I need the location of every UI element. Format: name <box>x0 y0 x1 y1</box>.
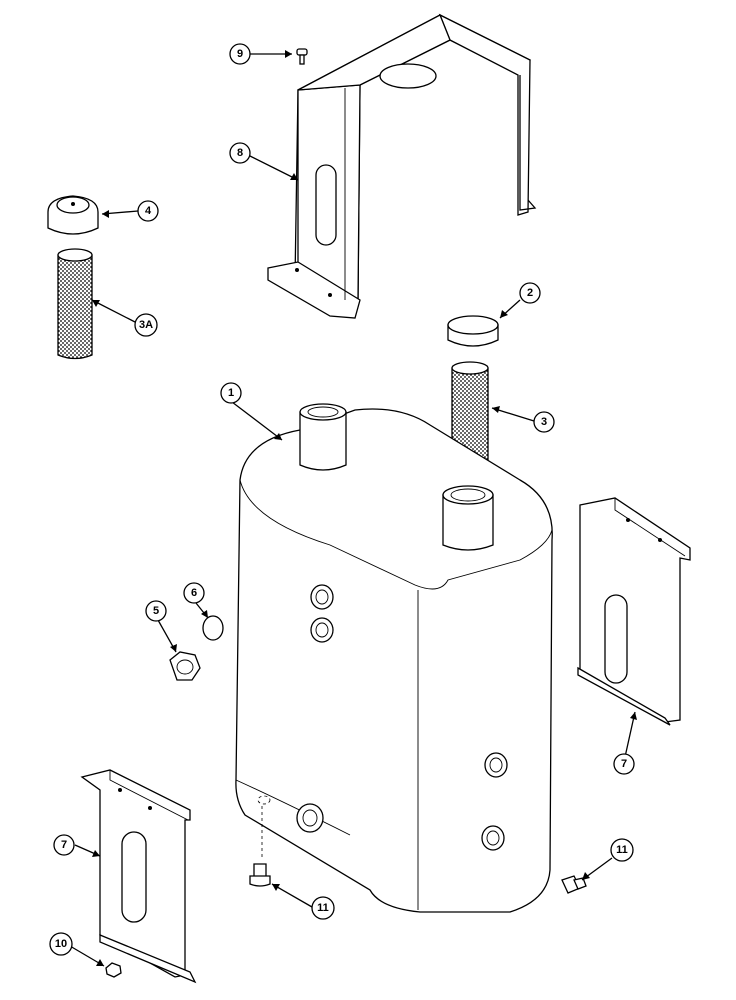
tank-1 <box>235 403 553 913</box>
callout-2: 2 <box>519 282 541 304</box>
svg-text:1: 1 <box>228 387 234 399</box>
callout-11-right: 11 <box>610 838 634 862</box>
callout-1: 1 <box>220 382 242 404</box>
callout-3a: 3A <box>134 313 158 337</box>
callout-8: 8 <box>229 142 251 164</box>
svg-text:9: 9 <box>237 48 243 60</box>
svg-text:10: 10 <box>55 938 67 950</box>
cap-4 <box>47 195 99 235</box>
callout-4: 4 <box>137 200 159 222</box>
callout-9: 9 <box>229 43 251 65</box>
svg-text:4: 4 <box>145 205 152 217</box>
svg-text:6: 6 <box>191 587 197 599</box>
svg-text:3A: 3A <box>139 319 153 331</box>
callout-11-bottom: 11 <box>311 896 335 920</box>
svg-text:5: 5 <box>153 605 159 617</box>
nut-10 <box>105 962 122 978</box>
callout-7-left: 7 <box>53 834 75 856</box>
svg-text:3: 3 <box>541 416 547 428</box>
washer-6 <box>202 615 224 641</box>
strainer-3a <box>57 248 93 360</box>
plug-11-bottom <box>249 863 271 887</box>
svg-text:2: 2 <box>527 287 533 299</box>
plug-5 <box>169 651 201 681</box>
bracket-7-right <box>577 497 691 726</box>
svg-text:11: 11 <box>616 844 628 856</box>
plug-11-right <box>561 875 587 894</box>
cap-2 <box>447 315 499 347</box>
callout-7-right: 7 <box>613 753 635 775</box>
svg-text:11: 11 <box>317 902 329 914</box>
bracket-7-left <box>80 769 197 984</box>
callout-6: 6 <box>183 582 205 604</box>
leader-lines <box>69 50 637 967</box>
screw-9 <box>296 48 308 65</box>
svg-text:7: 7 <box>621 758 627 770</box>
callout-3: 3 <box>533 411 555 433</box>
callout-5: 5 <box>145 600 167 622</box>
callout-10: 10 <box>49 932 73 956</box>
svg-text:7: 7 <box>61 839 67 851</box>
svg-text:8: 8 <box>237 147 243 159</box>
bracket-8 <box>267 13 537 319</box>
